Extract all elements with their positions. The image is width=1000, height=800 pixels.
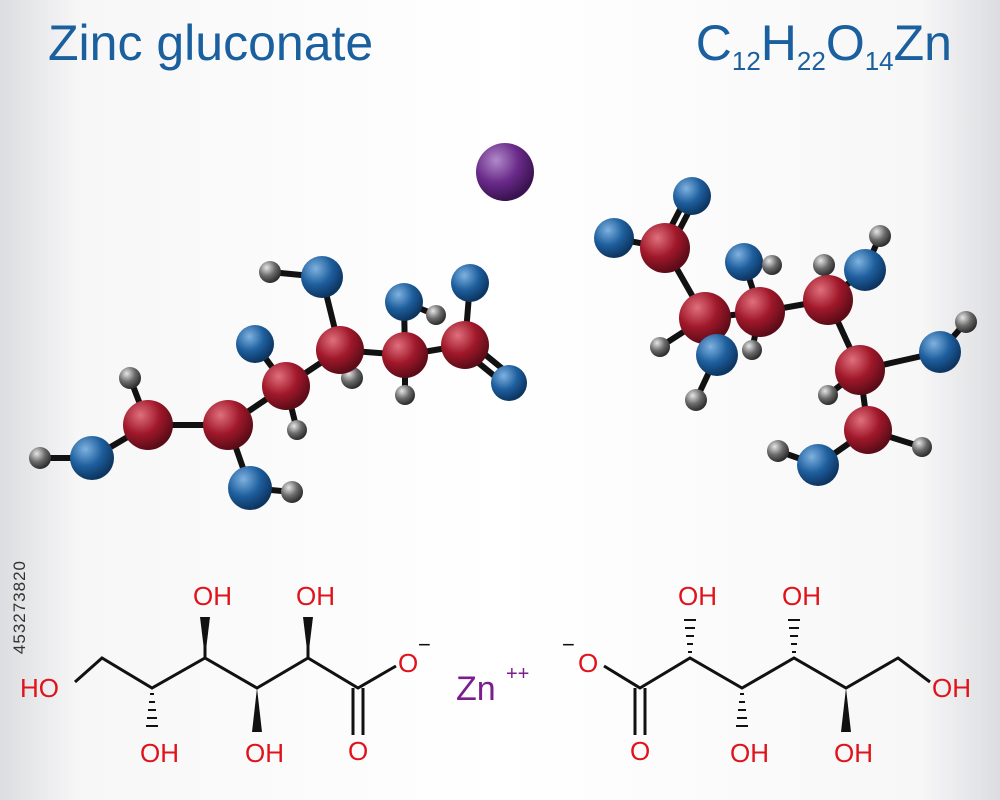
carbon-atom: [679, 292, 731, 344]
molecular-formula: C12H22O14Zn: [695, 15, 952, 76]
wedge-bond: [841, 688, 851, 732]
hydrogen-atom: [742, 340, 762, 360]
oh-label: OH: [678, 581, 717, 611]
carbon-atom: [640, 223, 690, 273]
hydrogen-atom: [813, 254, 835, 276]
carboxylate-o-label: O: [578, 648, 598, 678]
hydrogen-atom: [426, 305, 446, 325]
oxygen-atom: [70, 436, 114, 480]
hydrogen-atom: [767, 440, 789, 462]
carboxylate-o-label: O: [398, 648, 418, 678]
oh-label: OH: [834, 738, 873, 768]
ball-and-stick-model-right: [594, 177, 977, 486]
carbonyl-o-label: O: [348, 736, 368, 766]
oh-label: OH: [730, 738, 769, 768]
oxygen-atom: [594, 218, 634, 258]
hydrogen-atom: [762, 255, 782, 275]
anion-charge: −: [418, 632, 431, 657]
oh-label: OH: [245, 738, 284, 768]
carbon-atom: [262, 362, 310, 410]
carbon-atom: [441, 321, 489, 369]
oxygen-atom: [491, 365, 527, 401]
hydrogen-atom: [395, 385, 415, 405]
hydrogen-atom: [685, 389, 707, 411]
hydrogen-atom: [818, 385, 838, 405]
skeletal-formula-left: HO OH OH OH OH O O −: [20, 581, 431, 768]
zinc-charge: ++: [506, 663, 529, 685]
oh-label: OH: [932, 673, 971, 703]
oxygen-atom: [451, 264, 489, 302]
hydrogen-atom: [650, 337, 670, 357]
oh-label: OH: [296, 581, 335, 611]
zinc-cation-label: Zn: [456, 670, 496, 708]
hydrogen-atom: [287, 420, 307, 440]
hydrogen-atom: [912, 437, 932, 457]
carbon-atom: [382, 332, 428, 378]
oxygen-atom: [797, 444, 839, 486]
oh-label: OH: [782, 581, 821, 611]
wedge-bond: [200, 617, 210, 658]
oxygen-atom: [696, 334, 738, 376]
carbonyl-o-label: O: [630, 736, 650, 766]
wedge-bond: [303, 617, 313, 658]
oh-label: OH: [140, 738, 179, 768]
atoms-right: [594, 177, 977, 486]
hydrogen-atom: [29, 447, 51, 469]
oxygen-atom: [725, 243, 763, 281]
carbon-atom: [316, 326, 364, 374]
oxygen-atom: [385, 283, 423, 321]
oxygen-atom: [301, 256, 343, 298]
hydrogen-atom: [119, 367, 141, 389]
carbon-atom: [123, 400, 173, 450]
ball-and-stick-model-left: [29, 256, 527, 510]
hashed-bond: [146, 693, 158, 727]
hydrogen-atom: [259, 261, 281, 283]
hashed-bond: [736, 693, 748, 727]
hashed-bond: [788, 619, 800, 653]
oxygen-atom: [673, 177, 711, 215]
oh-label: OH: [193, 581, 232, 611]
hydrogen-atom: [281, 481, 303, 503]
carbon-atom: [844, 406, 892, 454]
oxygen-atom: [236, 325, 274, 363]
hashed-bond: [684, 619, 696, 653]
anion-charge: −: [562, 632, 575, 657]
hydrogen-atom: [869, 225, 891, 247]
oxygen-atom: [919, 331, 961, 373]
carbon-atom: [803, 275, 853, 325]
wedge-bond: [252, 688, 262, 732]
carbon-atom: [203, 400, 253, 450]
page-title: Zinc gluconate: [48, 15, 374, 71]
ho-label: HO: [20, 673, 59, 703]
hydrogen-atom: [955, 311, 977, 333]
carbon-atom: [835, 345, 885, 395]
oxygen-atom: [844, 249, 886, 291]
skeletal-formula-right: − O O OH OH OH OH OH: [562, 581, 971, 768]
oxygen-atom: [228, 466, 272, 510]
carbon-atom: [735, 287, 785, 337]
atoms-left: [29, 256, 527, 510]
zinc-ion-atom: [476, 143, 534, 201]
